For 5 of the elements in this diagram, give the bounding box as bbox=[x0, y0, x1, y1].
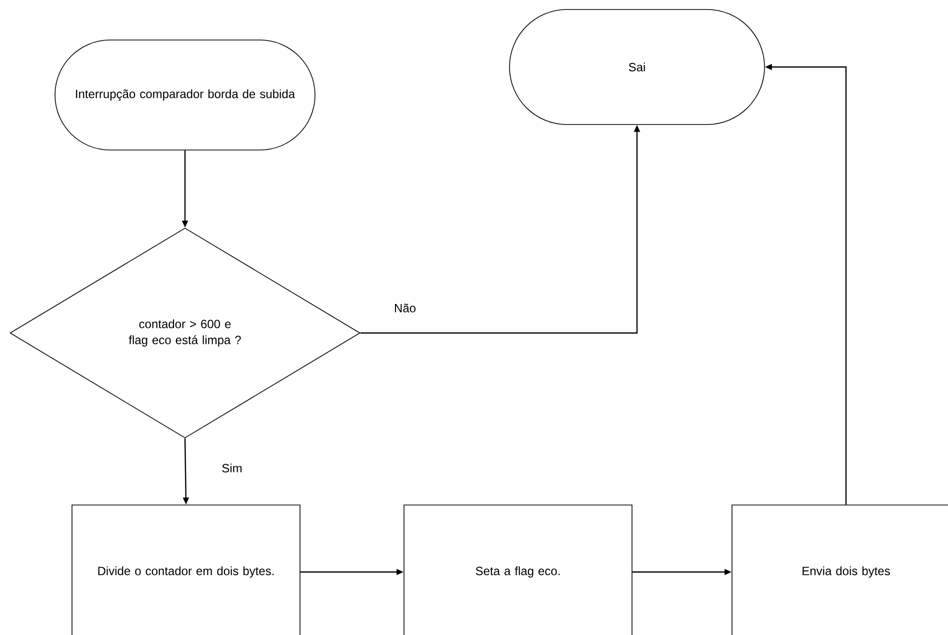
process-box: Divide o contador em dois bytes. bbox=[72, 504, 300, 635]
process-box: Seta a flag eco. bbox=[404, 504, 632, 635]
edge-label: Não bbox=[393, 302, 417, 314]
edge-label: Sim bbox=[220, 462, 244, 474]
process-box: Envia dois bytes bbox=[732, 504, 948, 635]
